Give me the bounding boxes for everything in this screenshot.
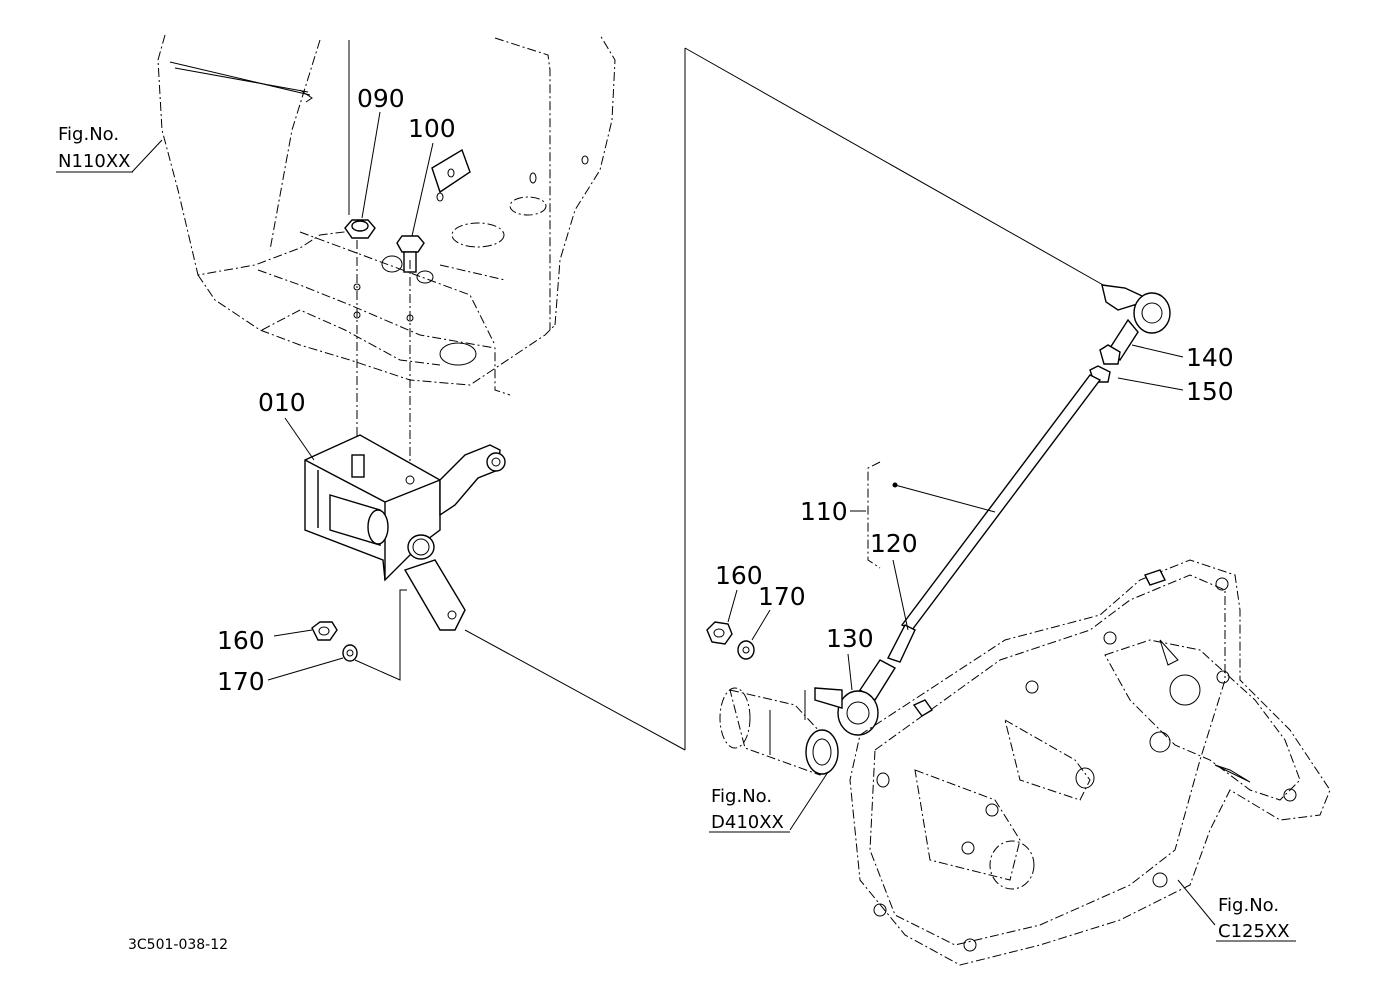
leader-100 [411, 142, 434, 237]
plate-tab [431, 148, 471, 194]
leader-c125 [1177, 879, 1216, 926]
callout-160-left: 160 [217, 626, 265, 655]
drawing-number: 3C501-038-12 [128, 937, 228, 953]
bracket-010 [304, 434, 506, 631]
nut-090 [344, 219, 376, 239]
fig-ref-label: Fig.No. [711, 786, 772, 807]
nut-160-right [706, 621, 733, 645]
leader-150 [1117, 377, 1184, 391]
rod-110 [887, 374, 1102, 663]
callout-090: 090 [357, 84, 405, 113]
leader-160-left [273, 629, 313, 637]
locknut-150 [1089, 344, 1121, 383]
callout-140: 140 [1186, 343, 1234, 372]
housing-outline [157, 34, 616, 396]
callout-160-right: 160 [715, 561, 763, 590]
callout-130: 130 [826, 624, 874, 653]
callout-170-right: 170 [758, 582, 806, 611]
leader-to-rod-end [464, 629, 686, 751]
rod-end-130 [814, 659, 896, 736]
rod-end-140 [1101, 284, 1171, 362]
leader-d410 [789, 771, 829, 831]
leader-140-projection [684, 47, 1113, 291]
fig-ref-label: Fig.No. [1218, 895, 1279, 916]
shaft-d410 [719, 687, 839, 776]
leader-n110 [131, 139, 163, 173]
leader-140 [1131, 344, 1184, 358]
housing-c125 [849, 559, 1331, 966]
callout-110: 110 [800, 497, 848, 526]
leader-010 [284, 417, 315, 461]
callout-010: 010 [258, 388, 306, 417]
leader-160-right [727, 589, 738, 623]
fig-ref-code: C125XX [1218, 921, 1290, 942]
nut-160-left [311, 621, 338, 641]
callout-170-left: 170 [217, 667, 265, 696]
fig-ref-code: D410XX [711, 812, 784, 833]
leader-130 [847, 653, 853, 691]
washer-170-left [342, 644, 358, 662]
bracket-110-group [867, 461, 881, 569]
fig-ref-c125[interactable]: Fig.No. C125XX [1216, 895, 1296, 942]
leader-170-left [267, 657, 344, 681]
callout-120: 120 [870, 529, 918, 558]
fig-ref-d410[interactable]: Fig.No. D410XX [709, 786, 790, 833]
leader-170-right [751, 609, 771, 641]
leader-090 [361, 111, 381, 219]
leader-120 [892, 559, 909, 631]
callout-100: 100 [408, 114, 456, 143]
washer-170-right [737, 640, 755, 660]
fig-ref-label: Fig.No. [58, 124, 119, 145]
fig-ref-code: N110XX [58, 151, 130, 172]
fig-ref-n110[interactable]: Fig.No. N110XX [56, 124, 133, 173]
callout-150: 150 [1186, 377, 1234, 406]
